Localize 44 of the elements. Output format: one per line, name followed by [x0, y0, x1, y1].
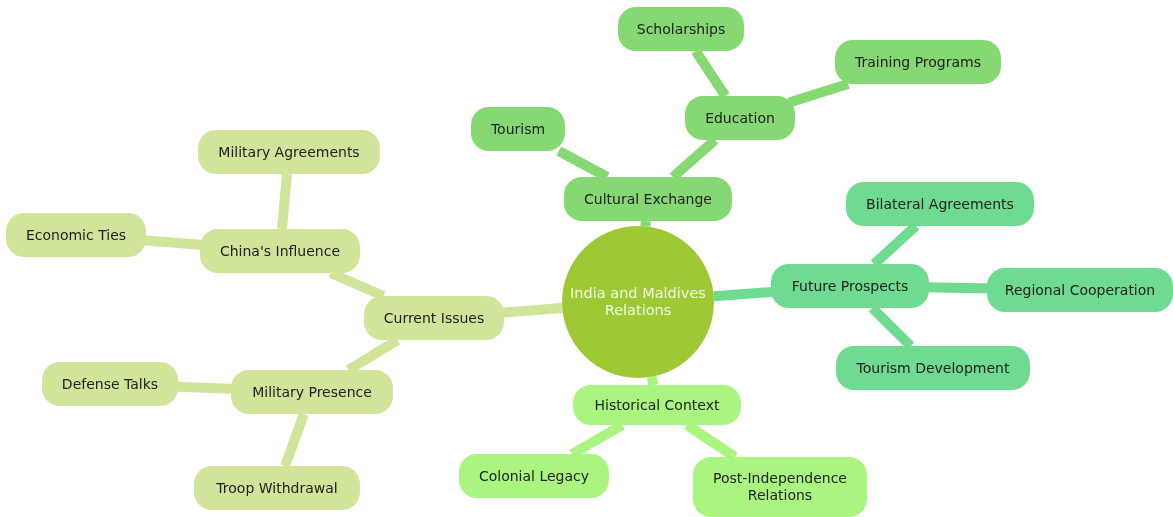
topic-label: Defense Talks — [61, 375, 159, 393]
topic-label: Training Programs — [854, 53, 982, 71]
topic-label: Tourism — [490, 120, 546, 138]
topic-label: Economic Ties — [25, 226, 127, 244]
topic-box — [6, 213, 146, 257]
topic-box — [200, 229, 360, 273]
topic-box — [835, 40, 1001, 84]
topic-box — [42, 362, 178, 406]
topic-box — [471, 107, 565, 151]
topic-box — [459, 454, 609, 498]
connector-line — [646, 375, 659, 386]
topic-box — [194, 466, 360, 510]
topic-box — [685, 96, 795, 140]
topic-box — [364, 296, 504, 340]
connector-line — [691, 48, 730, 99]
topic-label: Bilateral Agreements — [866, 195, 1014, 213]
topic-label: Current Issues — [383, 309, 485, 327]
topic-label: China's Influence — [219, 242, 341, 260]
topic-label: Military Agreements — [218, 143, 360, 161]
topic-label: Troop Withdrawal — [216, 479, 338, 497]
connector-line — [640, 220, 651, 227]
topic-label: Regional Cooperation — [1004, 281, 1156, 299]
connector-line — [787, 79, 850, 108]
topic-label: Scholarships — [636, 20, 726, 38]
topic-label: Tourism Development — [856, 359, 1010, 377]
topic-box — [618, 7, 744, 51]
topic-box — [836, 346, 1030, 390]
topic-box — [693, 457, 867, 517]
topic-box — [573, 385, 741, 425]
topic-label: India and Maldives Relations — [569, 285, 707, 319]
connector-line — [277, 173, 292, 230]
topic-box — [987, 268, 1173, 312]
topic-label: Education — [705, 109, 775, 127]
topic-box — [231, 370, 393, 414]
topic-box — [846, 182, 1034, 226]
topic-box — [564, 177, 732, 221]
topic-label: Post-Independence Relations — [712, 470, 848, 504]
topic-box — [198, 130, 380, 174]
topic-label: Future Prospects — [791, 277, 909, 295]
topic-label: Military Presence — [252, 383, 372, 401]
connector-line — [280, 412, 309, 468]
topic-label: Cultural Exchange — [584, 190, 712, 208]
topic-label: Historical Context — [594, 396, 720, 414]
topic-label: Colonial Legacy — [478, 467, 590, 485]
